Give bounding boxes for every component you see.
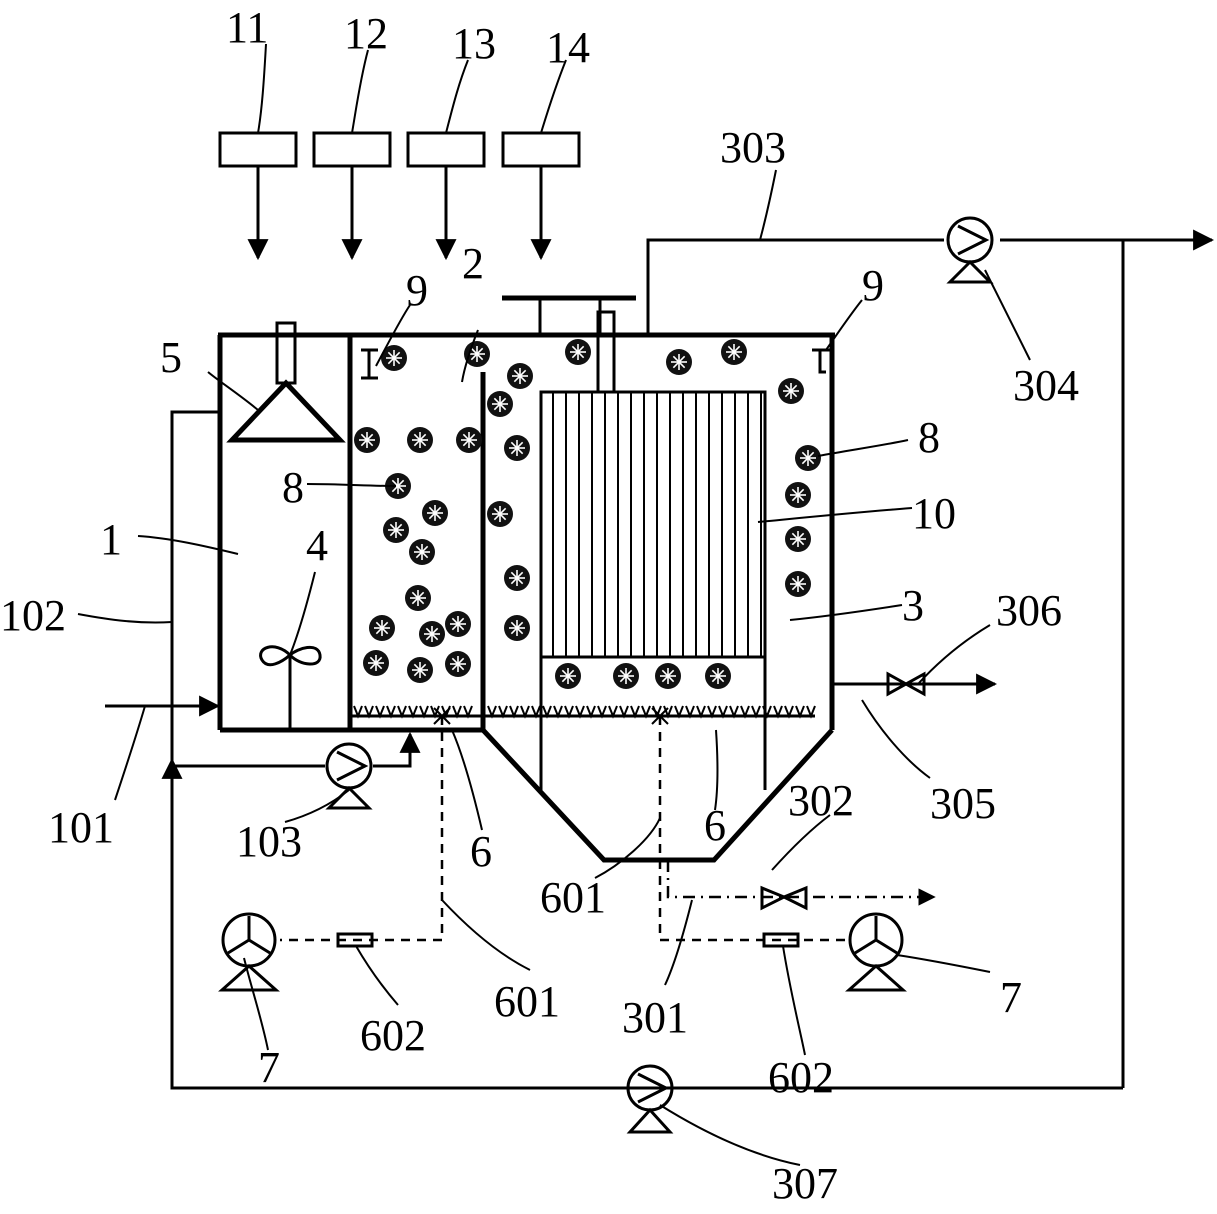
- carrier-particle: [487, 391, 513, 417]
- carrier-particle: [613, 663, 639, 689]
- carrier-particle: [504, 615, 530, 641]
- top-mixer: [502, 295, 636, 335]
- effluent-line: [599, 229, 1215, 1088]
- label-4: 4: [306, 521, 328, 570]
- tank: [217, 332, 835, 863]
- label-601-upper: 601: [540, 873, 606, 922]
- recycle-line: [161, 757, 1123, 1090]
- carrier-particle: [409, 539, 435, 565]
- label-2: 2: [462, 239, 484, 288]
- carrier-particle: [445, 611, 471, 637]
- gas-hood: [226, 321, 346, 443]
- label-307: 307: [772, 1159, 838, 1208]
- carrier-particle: [456, 427, 482, 453]
- feed-lines: [105, 410, 421, 768]
- label-6-left: 6: [470, 827, 492, 876]
- label-9-right: 9: [862, 261, 884, 310]
- label-12: 12: [344, 9, 388, 58]
- carrier-particle: [785, 526, 811, 552]
- carrier-particle: [721, 339, 747, 365]
- carrier-particle: [666, 349, 692, 375]
- leader-11: [257, 43, 267, 134]
- level-marks: [361, 348, 830, 380]
- membrane-module: [539, 310, 767, 659]
- hopper: [481, 728, 834, 863]
- carrier-particle: [504, 435, 530, 461]
- dosing-box-14: [501, 131, 581, 168]
- carrier-particle: [405, 585, 431, 611]
- carrier-particle: [487, 501, 513, 527]
- pump-103: [325, 742, 373, 810]
- carrier-particle: [785, 482, 811, 508]
- carrier-particle: [354, 427, 380, 453]
- mixer: [259, 645, 322, 730]
- label-9-left: 9: [406, 266, 428, 315]
- blower-left: [218, 912, 280, 992]
- carrier-particle: [504, 565, 530, 591]
- air-lines: [280, 707, 850, 948]
- carrier-particle: [507, 363, 533, 389]
- label-13: 13: [452, 19, 496, 68]
- carrier-particle: [778, 378, 804, 404]
- carriers: [354, 339, 821, 689]
- label-1: 1: [100, 515, 122, 564]
- label-102: 102: [0, 591, 66, 640]
- leader-lines: [77, 169, 1031, 1166]
- label-6-right: 6: [704, 801, 726, 850]
- drain-line: [832, 671, 998, 697]
- leader-12: [351, 49, 369, 134]
- label-303: 303: [720, 123, 786, 172]
- carrier-particle: [407, 657, 433, 683]
- carrier-particle: [445, 651, 471, 677]
- label-306: 306: [996, 586, 1062, 635]
- label-602-left: 602: [360, 1011, 426, 1060]
- label-101: 101: [48, 803, 114, 852]
- label-304: 304: [1013, 361, 1079, 410]
- label-14: 14: [546, 23, 590, 72]
- label-7-right: 7: [1000, 973, 1022, 1022]
- label-305: 305: [930, 779, 996, 828]
- dosing-units: [218, 43, 581, 261]
- carrier-particle: [705, 663, 731, 689]
- label-3: 3: [902, 581, 924, 630]
- carrier-particle: [555, 663, 581, 689]
- carrier-particle: [464, 341, 490, 367]
- carrier-particle: [795, 445, 821, 471]
- diffusers: [353, 705, 816, 719]
- carrier-particle: [363, 650, 389, 676]
- pump-304: [946, 216, 994, 284]
- carrier-particle: [385, 473, 411, 499]
- blower-right: [845, 912, 907, 992]
- membrane-support-box: [539, 655, 767, 718]
- dosing-box-13: [406, 131, 486, 168]
- label-103: 103: [236, 817, 302, 866]
- label-301: 301: [622, 993, 688, 1042]
- label-10: 10: [912, 489, 956, 538]
- carrier-particle: [655, 663, 681, 689]
- label-8-right: 8: [918, 413, 940, 462]
- carrier-particle: [565, 339, 591, 365]
- dosing-box-12: [312, 131, 392, 168]
- carrier-particle: [407, 427, 433, 453]
- carrier-particle: [422, 500, 448, 526]
- carrier-particle: [419, 621, 445, 647]
- label-8-left: 8: [282, 463, 304, 512]
- dosing-box-11: [218, 131, 298, 168]
- labels: 11 12 13 14 303 2 9 9 5 304 8 8 10 1 4 3…: [0, 3, 1079, 1208]
- carrier-particle: [381, 345, 407, 371]
- label-602-right: 602: [768, 1053, 834, 1102]
- sludge-line: [666, 860, 936, 911]
- label-302: 302: [788, 776, 854, 825]
- label-601-lower: 601: [494, 977, 560, 1026]
- leader-14: [540, 59, 567, 134]
- label-5: 5: [160, 333, 182, 382]
- carrier-particle: [383, 517, 409, 543]
- label-11: 11: [226, 3, 268, 52]
- carrier-particle: [369, 615, 395, 641]
- pump-307: [626, 1064, 674, 1134]
- carrier-particle: [785, 571, 811, 597]
- label-7-left: 7: [258, 1043, 280, 1092]
- leader-13: [445, 59, 469, 134]
